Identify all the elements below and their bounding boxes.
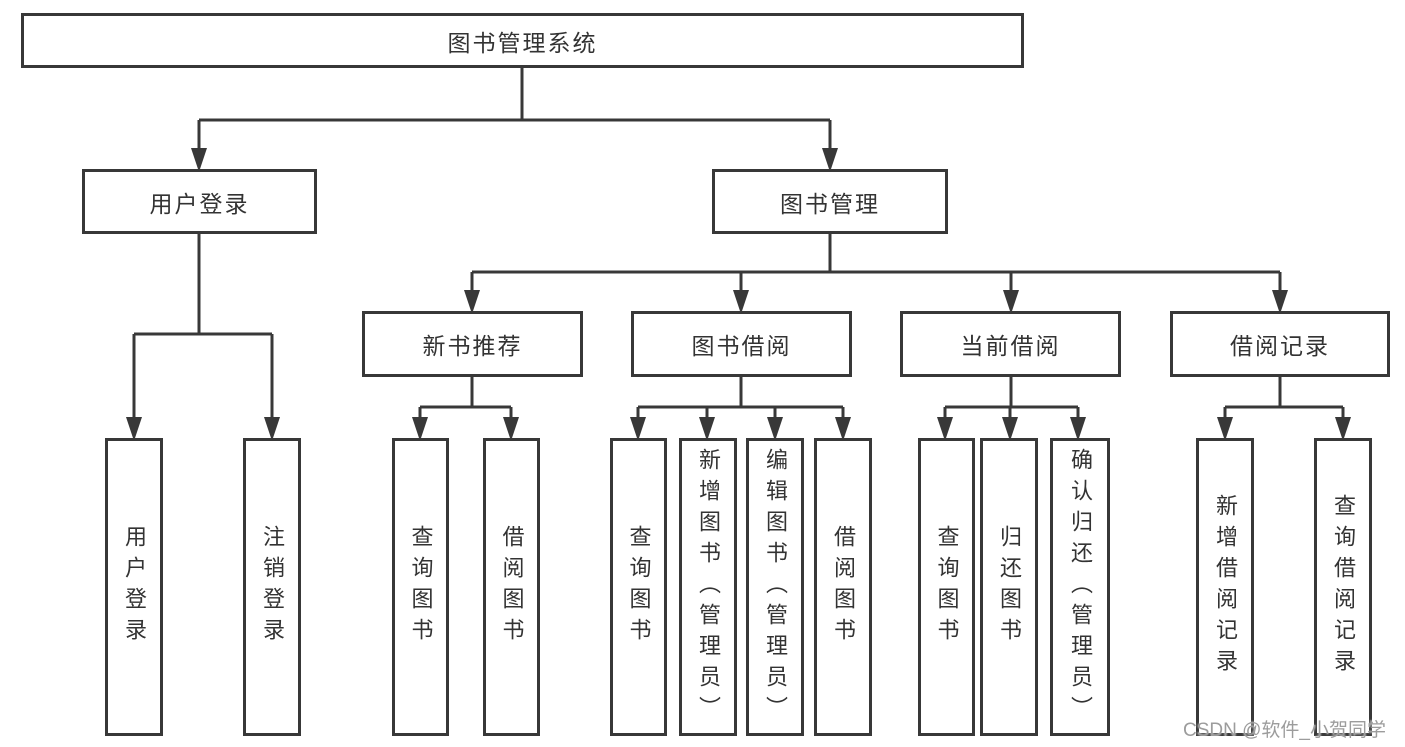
- leaf-label: 查询图书: [934, 525, 960, 649]
- node-root: 图书管理系统: [21, 13, 1024, 68]
- edge-user-login: [132, 233, 274, 424]
- leaf-query-borrow-record: 查询借阅记录: [1314, 438, 1372, 736]
- leaf-add-borrow-record: 新增借阅记录: [1196, 438, 1254, 736]
- leaf-borrow-books: 借阅图书: [814, 438, 872, 736]
- leaf-label: 确认归还（管理员）: [1068, 447, 1093, 727]
- leaf-label: 注销登录: [260, 525, 285, 649]
- leaf-label: 用户登录: [122, 525, 147, 649]
- leaf-label: 新增借阅记录: [1213, 494, 1238, 680]
- edge-book-borrow: [636, 377, 845, 424]
- node-root-label: 图书管理系统: [447, 29, 598, 56]
- leaf-label: 借阅图书: [499, 525, 525, 649]
- leaf-query-books-recommend: 查询图书: [392, 438, 449, 736]
- node-current-borrow-label: 当前借阅: [960, 333, 1061, 359]
- node-book-management-label: 图书管理: [780, 190, 880, 217]
- node-new-book-recommend-label: 新书推荐: [422, 333, 523, 359]
- node-book-borrow-label: 图书借阅: [691, 333, 792, 359]
- node-book-borrow: 图书借阅: [631, 311, 852, 377]
- edge-current-borrow: [943, 377, 1080, 424]
- csdn-watermark: CSDN @软件_小贺同学: [1183, 720, 1386, 741]
- edge-root: [197, 67, 832, 152]
- leaf-confirm-return-admin: 确认归还（管理员）: [1050, 438, 1110, 736]
- node-user-login: 用户登录: [82, 169, 317, 234]
- node-new-book-recommend: 新书推荐: [362, 311, 583, 377]
- leaf-label: 查询借阅记录: [1331, 494, 1356, 680]
- leaf-label: 借阅图书: [831, 525, 856, 649]
- leaf-user-login: 用户登录: [105, 438, 163, 736]
- node-borrow-records: 借阅记录: [1170, 311, 1390, 377]
- leaf-query-books-current: 查询图书: [918, 438, 975, 736]
- edge-book-management: [470, 233, 1282, 296]
- leaf-edit-books-admin: 编辑图书（管理员）: [746, 438, 804, 736]
- leaf-label: 新增图书（管理员）: [696, 447, 721, 727]
- edge-borrow-record: [1223, 377, 1345, 424]
- leaf-label: 查询图书: [626, 525, 652, 649]
- node-book-management: 图书管理: [712, 169, 948, 234]
- leaf-label: 归还图书: [997, 525, 1022, 649]
- node-user-login-label: 用户登录: [149, 190, 250, 217]
- leaf-return-books: 归还图书: [980, 438, 1038, 736]
- node-borrow-records-label: 借阅记录: [1230, 333, 1330, 359]
- edge-new-book: [418, 377, 513, 424]
- leaf-add-books-admin: 新增图书（管理员）: [679, 438, 737, 736]
- leaf-label: 编辑图书（管理员）: [763, 447, 788, 727]
- leaf-query-books-borrow: 查询图书: [610, 438, 667, 736]
- node-current-borrow: 当前借阅: [900, 311, 1121, 377]
- leaf-label: 查询图书: [408, 525, 434, 649]
- leaf-logout: 注销登录: [243, 438, 301, 736]
- leaf-borrow-books-recommend: 借阅图书: [483, 438, 540, 736]
